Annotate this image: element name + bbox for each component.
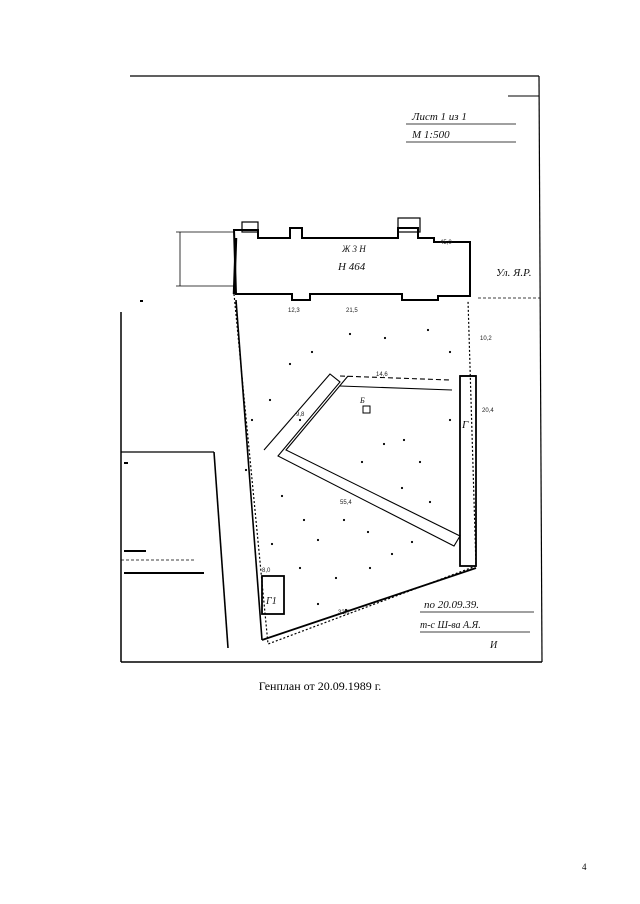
- building-dimension-marks: [176, 231, 234, 287]
- letter-g2: Г: [461, 419, 469, 431]
- dim-label-3: 45,0: [440, 240, 452, 246]
- building-number: Н 464: [337, 261, 366, 273]
- title-block-line1: Лист 1 из 1: [411, 111, 467, 123]
- date-line: по 20.09.39.: [424, 599, 479, 611]
- auxiliary-building-g1: [261, 575, 285, 615]
- dim-label-8: 9,8: [296, 412, 305, 418]
- diagonal-path: [263, 373, 461, 547]
- building-outline: [232, 217, 471, 301]
- dim-label-5: 10,2: [480, 336, 492, 342]
- plan-caption: Генплан от 20.09.1989 г.: [258, 679, 382, 693]
- small-structure: [362, 405, 371, 414]
- page-number: 4: [582, 862, 587, 872]
- auxiliary-building-right: [459, 375, 477, 567]
- survey-points: [244, 328, 452, 612]
- dim-label-6: 20,4: [482, 408, 494, 414]
- author-line: т-с Ш-ва А.Я.: [420, 620, 481, 631]
- title-block-line2: М 1:500: [411, 129, 450, 141]
- left-margin-marks: [124, 300, 204, 574]
- map-frame: [120, 75, 543, 663]
- dim-label-2: 21,5: [346, 308, 358, 314]
- dim-label-1: 12,3: [288, 308, 300, 314]
- neighbor-lot-left: [121, 451, 229, 649]
- letter-g1: Г1: [265, 596, 277, 607]
- building-label: Ж 3 Н: [341, 244, 366, 254]
- dim-label-7: 14,6: [376, 372, 388, 378]
- lot-boundary: [233, 293, 477, 645]
- street-label: Ул. Я.Р.: [496, 267, 532, 279]
- letter-b: Б: [359, 396, 365, 405]
- letter-i: И: [489, 640, 498, 651]
- dim-label-10: 8,0: [262, 568, 271, 574]
- dim-label-9: 55,4: [340, 500, 352, 506]
- dim-label-4: 32,1: [338, 610, 350, 616]
